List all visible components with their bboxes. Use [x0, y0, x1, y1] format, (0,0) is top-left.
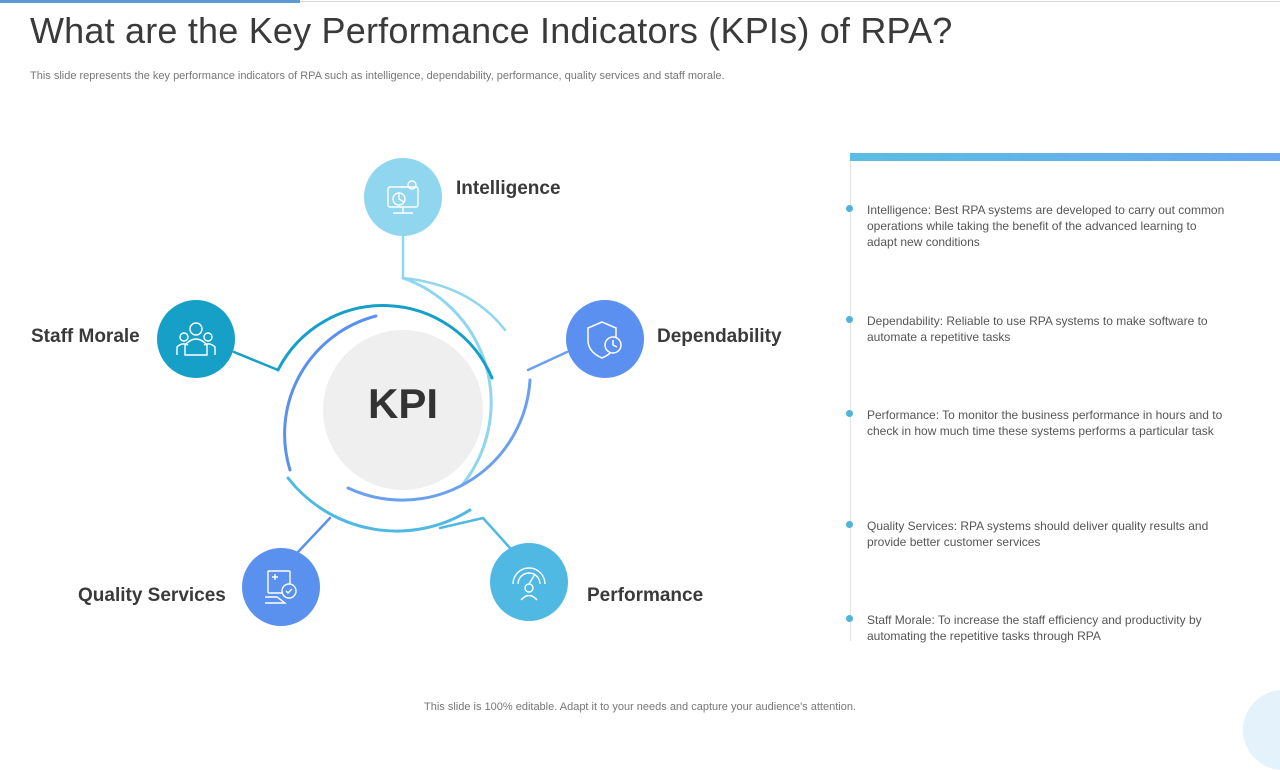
arc-lower-cyan — [286, 476, 472, 533]
bullet-performance — [846, 410, 853, 417]
node-label-performance: Performance — [587, 585, 704, 606]
node-label-dependability: Dependability — [657, 326, 782, 347]
quality-box-icon — [265, 570, 297, 604]
node-label-staff-morale: Staff Morale — [31, 326, 140, 347]
node-circle-dependability — [566, 300, 644, 378]
node-circle-quality — [242, 548, 320, 626]
node-circle-intelligence — [364, 158, 442, 236]
bullet-intelligence — [846, 205, 853, 212]
bullet-staff-morale — [846, 615, 853, 622]
description-staff-morale: Staff Morale: To increase the staff effi… — [867, 613, 1202, 643]
connector-performance — [438, 516, 512, 550]
performance-gauge-icon — [512, 567, 546, 601]
bullet-dependability — [846, 316, 853, 323]
node-circle-performance — [490, 543, 568, 621]
description-quality-services: Quality Services: RPA systems should del… — [867, 519, 1209, 549]
description-panel-bar — [850, 153, 1280, 161]
page-title: What are the Key Performance Indicators … — [30, 10, 953, 51]
top-accent-bar — [0, 0, 300, 3]
page-subtitle: This slide represents the key performanc… — [30, 70, 725, 82]
footer-note: This slide is 100% editable. Adapt it to… — [424, 701, 856, 713]
description-dependability: Dependability: Reliable to use RPA syste… — [867, 314, 1208, 344]
brain-gear-icon — [387, 180, 419, 214]
node-label-intelligence: Intelligence — [456, 178, 561, 199]
arc-top-teal — [276, 304, 494, 380]
team-icon — [176, 322, 216, 356]
top-divider — [300, 1, 1280, 2]
bullet-quality-services — [846, 521, 853, 528]
description-intelligence: Intelligence: Best RPA systems are devel… — [867, 203, 1225, 249]
kpi-core-circle — [323, 330, 483, 490]
connector-dependability — [526, 350, 569, 372]
connector-quality — [296, 516, 332, 554]
description-panel-line — [850, 161, 851, 641]
kpi-diagram — [157, 158, 644, 626]
arc-outer-blue — [346, 378, 532, 502]
description-performance: Performance: To monitor the business per… — [867, 408, 1223, 438]
kpi-center-label: KPI — [367, 380, 438, 427]
node-label-quality-services: Quality Services — [78, 585, 226, 606]
connector-staff — [232, 350, 280, 372]
shield-clock-icon — [587, 321, 622, 359]
arc-left-blue — [283, 314, 378, 472]
